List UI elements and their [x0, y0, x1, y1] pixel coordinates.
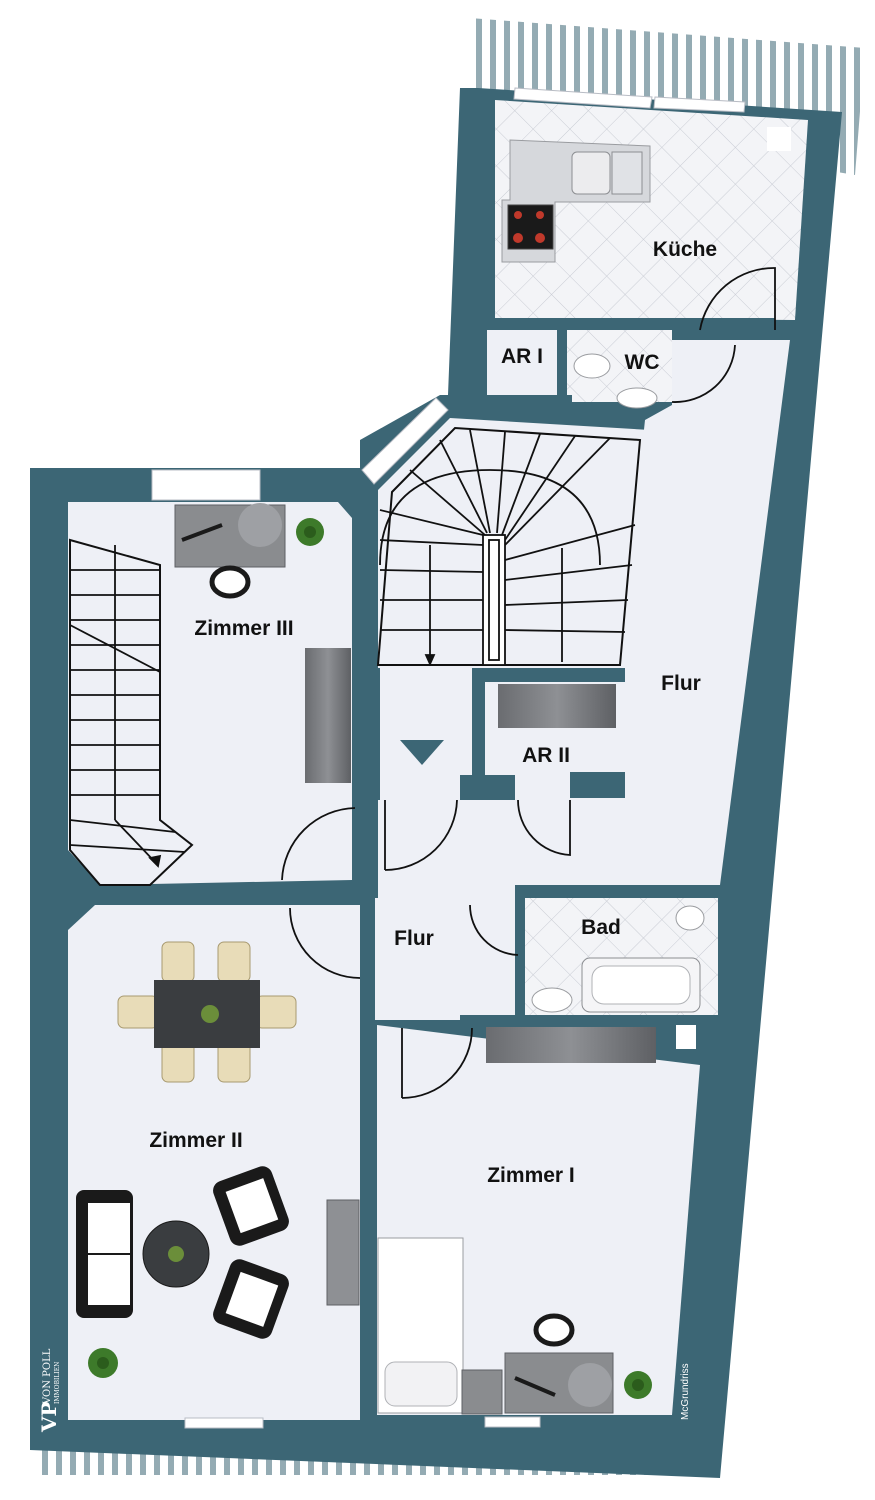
svg-text:IMMOBILIEN: IMMOBILIEN [54, 1362, 61, 1404]
dining-table [117, 941, 297, 1083]
svg-text:VON POLL: VON POLL [42, 1348, 53, 1405]
credit-text: McGrundriss [680, 1363, 691, 1420]
wardrobes [305, 648, 656, 1306]
label-bad: Bad [581, 916, 621, 939]
label-ar2: AR II [522, 744, 570, 767]
label-kueche: Küche [653, 238, 717, 261]
zimmer3-floor [68, 502, 352, 885]
svg-text:VP: VP [37, 1401, 61, 1433]
stairs-icon [69, 426, 642, 886]
inner-walls [55, 127, 791, 1425]
bad-fixtures [531, 905, 705, 1013]
label-flur-upper: Flur [661, 672, 701, 695]
sofa-set [76, 1166, 289, 1339]
label-flur-lower: Flur [394, 927, 434, 950]
windows [151, 87, 746, 1429]
stair-hall-floor [378, 418, 650, 668]
label-zimmer2: Zimmer II [149, 1129, 242, 1152]
zimmer2-floor [68, 905, 360, 1420]
plant-icon [88, 518, 652, 1399]
label-zimmer1: Zimmer I [487, 1164, 575, 1187]
wc-fixtures [573, 353, 658, 409]
entrance-arrow-icon [400, 740, 444, 765]
zimmer1-furniture [377, 1237, 614, 1415]
logo: VP VON POLL IMMOBILIEN [37, 1348, 61, 1433]
flur-lower-floor [375, 800, 520, 1020]
label-zimmer3: Zimmer III [194, 617, 293, 640]
ar1-floor [487, 330, 557, 395]
label-ar1: AR I [501, 345, 543, 368]
kitchen-counter [501, 139, 651, 263]
label-wc: WC [625, 351, 660, 374]
doors [281, 267, 776, 1099]
zimmer3-desk [174, 503, 286, 599]
